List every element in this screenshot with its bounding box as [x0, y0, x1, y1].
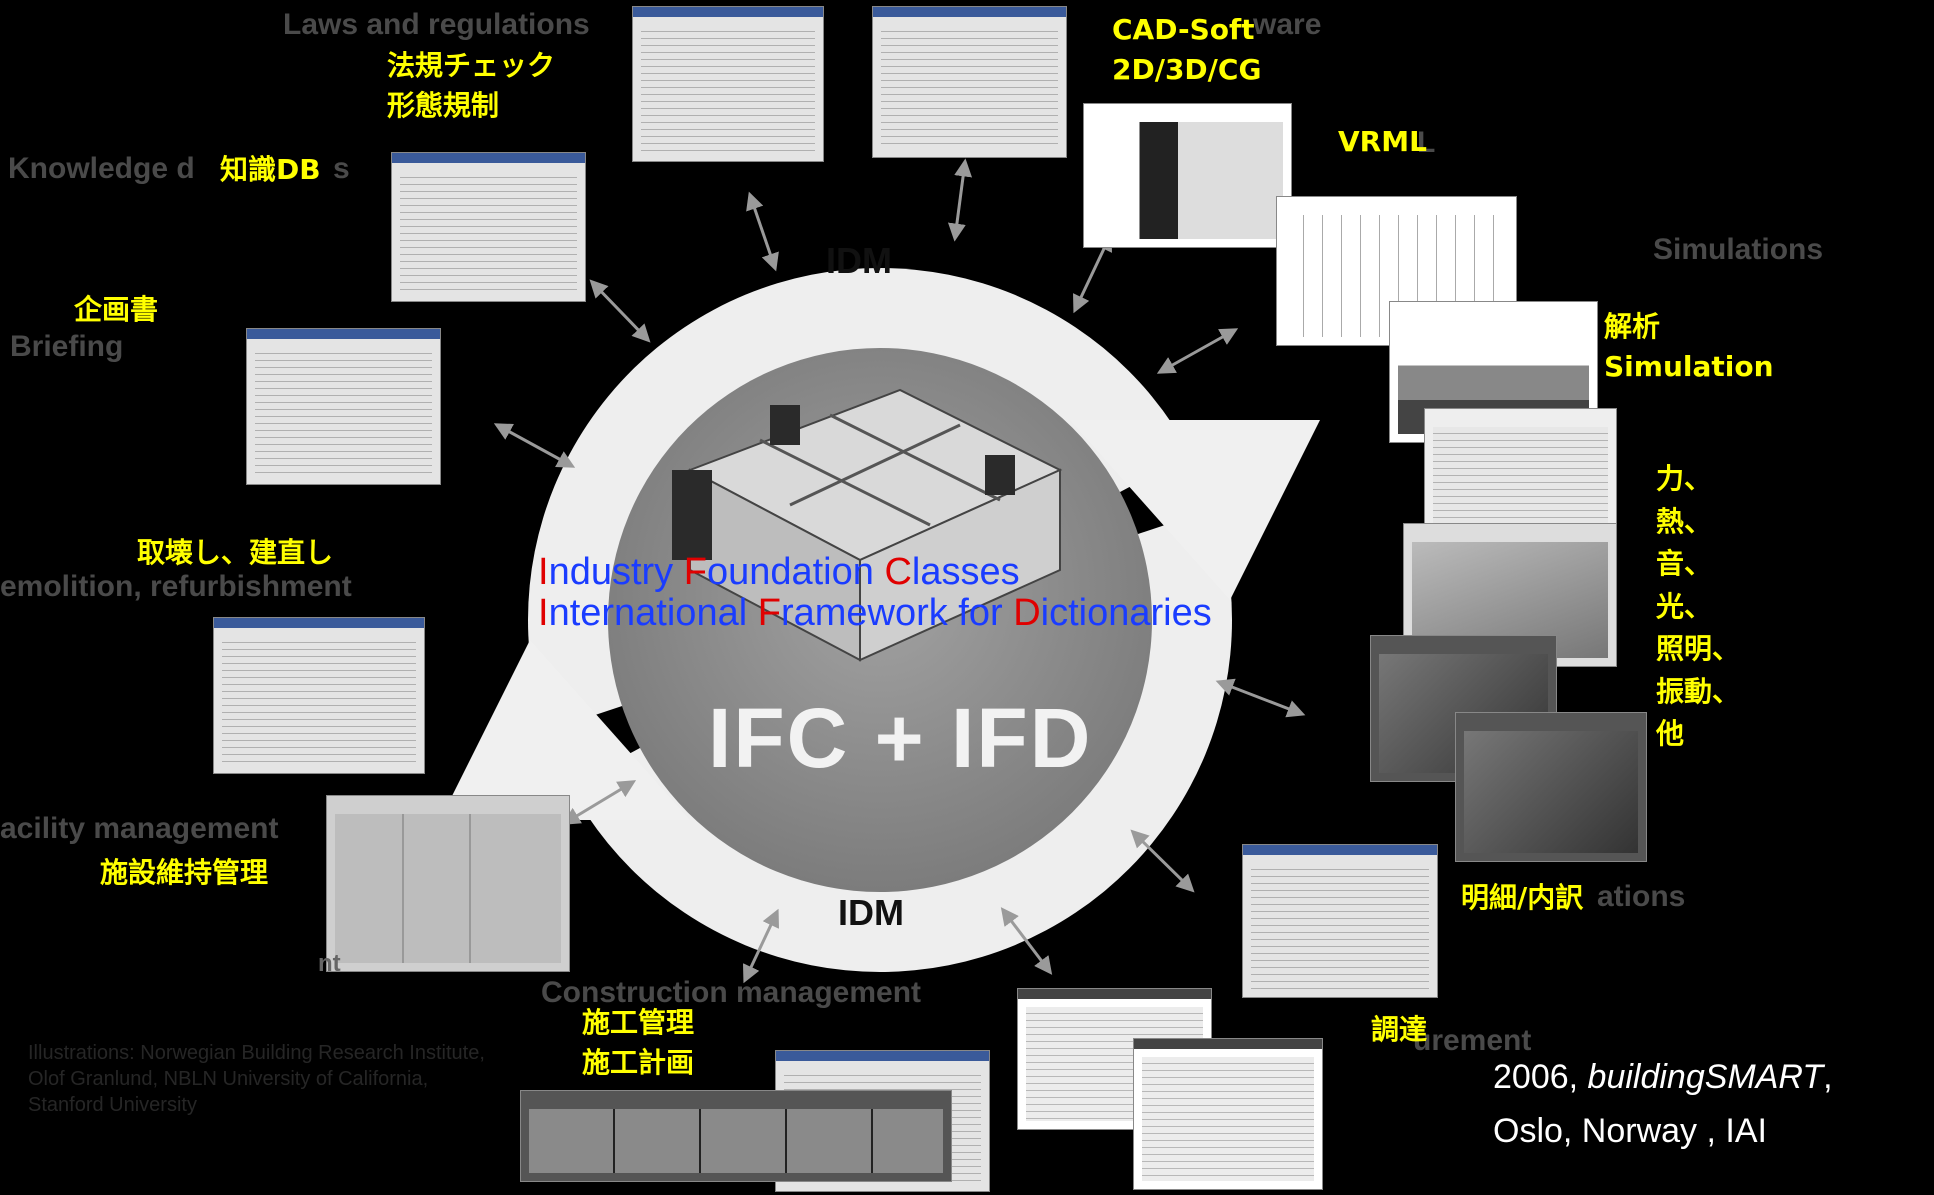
vrml-screenshot [1083, 103, 1292, 248]
label-laws-en: Laws and regulations [283, 8, 590, 41]
ifd-word-dictionaries: ictionaries [1040, 592, 1212, 634]
citation-year: 2006, [1493, 1058, 1588, 1096]
label-briefing-jp: 企画書 [74, 293, 159, 326]
physics-item-heat: 熱、 [1656, 504, 1713, 538]
citation-line1: 2006, buildingSMART, [1493, 1050, 1833, 1104]
laws-screenshot [632, 6, 824, 162]
label-vrml: VRML [1338, 125, 1427, 158]
ifd-fullname: International Framework for Dictionaries [538, 592, 1212, 634]
floor-plan [326, 795, 570, 972]
ifc-word-classes: lasses [911, 551, 1020, 593]
label-demolition-en: emolition, refurbishment [0, 570, 352, 603]
label-laws-jp-line2: 形態規制 [387, 89, 500, 122]
ifc-fullname: Industry Foundation Classes [538, 551, 1020, 593]
physics-item-other: 他 [1656, 717, 1685, 750]
label-knowledge-en-tail: s [333, 152, 350, 185]
label-knowledge-en: Knowledge d [8, 152, 195, 185]
label-facility-en-tail: nt [318, 950, 341, 977]
physics-item-force: 力、 [1656, 462, 1713, 495]
ifd-initial-f: F [757, 592, 781, 634]
label-simulation-line2: Simulation [1604, 350, 1774, 383]
specs-screenshot [1242, 844, 1438, 998]
label-demolition-jp: 取壊し、建直し [137, 536, 334, 569]
physics-item-sound: 音、 [1656, 547, 1713, 580]
ifc-initial-i: I [538, 551, 549, 593]
label-cad-line2: 2D/3D/CG [1112, 53, 1262, 86]
ifd-initial-d: D [1013, 592, 1041, 634]
label-construction-jp: 施工管理 施工計画 [582, 1003, 694, 1083]
ifc-word-industry: ndustry [548, 551, 684, 593]
ifc-initial-c: C [884, 551, 912, 593]
physics-item-light: 光、 [1656, 589, 1713, 623]
ifc-initial-f: F [683, 551, 707, 593]
ifd-initial-i: I [538, 592, 549, 634]
label-vrml-en-tail: L [1417, 126, 1436, 159]
label-simulation-jp: 解析 Simulation [1604, 307, 1774, 387]
ifd-word-international: nternational [548, 592, 758, 634]
illustration-credit: Illustrations: Norwegian Building Resear… [28, 1042, 485, 1116]
citation-comma: , [1823, 1058, 1833, 1096]
physics-item-vibration: 振動、 [1656, 674, 1741, 708]
label-specs-en-tail: ations [1597, 880, 1686, 913]
cycle-arrowhead-left [440, 640, 690, 820]
label-cad-line1: CAD-Soft [1112, 13, 1255, 46]
citation-line2: Oslo, Norway , IAI [1493, 1112, 1767, 1150]
knowledge-screenshot [391, 152, 586, 302]
ifd-word-framework: ramework for [780, 592, 1014, 634]
construction-3d-sequence [520, 1090, 952, 1182]
label-procurement-jp: 調達 [1371, 1013, 1428, 1046]
ifc-ifd-title: IFC + IFD [708, 691, 1093, 785]
label-simulations-en: Simulations [1653, 233, 1824, 266]
demolition-screenshot [213, 617, 425, 774]
label-cad-en-tail: ware [1253, 8, 1322, 41]
label-laws-jp-line1: 法規チェック [387, 49, 556, 82]
simulation-chart-3 [1424, 408, 1617, 538]
citation-org: buildingSMART [1587, 1058, 1824, 1096]
label-construction-jp-line2: 施工計画 [582, 1046, 695, 1079]
label-construction-jp-line1: 施工管理 [582, 1006, 695, 1039]
cad-screenshot [872, 6, 1067, 158]
label-laws-jp: 法規チェック 形態規制 [387, 46, 555, 126]
ifc-word-foundation: oundation [706, 551, 885, 593]
citation: 2006, buildingSMART, Oslo, Norway , IAI [1493, 1050, 1833, 1158]
label-construction-en: Construction management [541, 976, 922, 1009]
procurement-screenshot-2 [1133, 1038, 1323, 1190]
label-procurement-en-tail: urement [1413, 1024, 1532, 1057]
building-model-illustration [672, 388, 1063, 662]
label-briefing-en: Briefing [10, 330, 124, 363]
connector-arrows [493, 158, 1306, 984]
idm-label-bottom: IDM [838, 892, 904, 933]
interior-render-2 [1455, 712, 1647, 862]
cycle-arrowhead-right [1070, 420, 1320, 600]
briefing-screenshot [246, 328, 441, 485]
label-cad-jp: CAD-Soft 2D/3D/CG [1112, 10, 1261, 90]
idm-label-top: IDM [826, 240, 892, 281]
label-simulation-line1: 解析 [1604, 310, 1661, 343]
label-physics-list: 力、 熱、 音、 光、 照明、 振動、 他 [1656, 458, 1740, 756]
label-knowledge-jp: 知識DB [220, 153, 321, 186]
label-specs-jp: 明細/内訳 [1461, 881, 1584, 914]
physics-item-lighting: 照明、 [1656, 632, 1741, 665]
label-facility-en: acility management [0, 812, 279, 845]
label-facility-jp: 施設維持管理 [100, 856, 269, 889]
